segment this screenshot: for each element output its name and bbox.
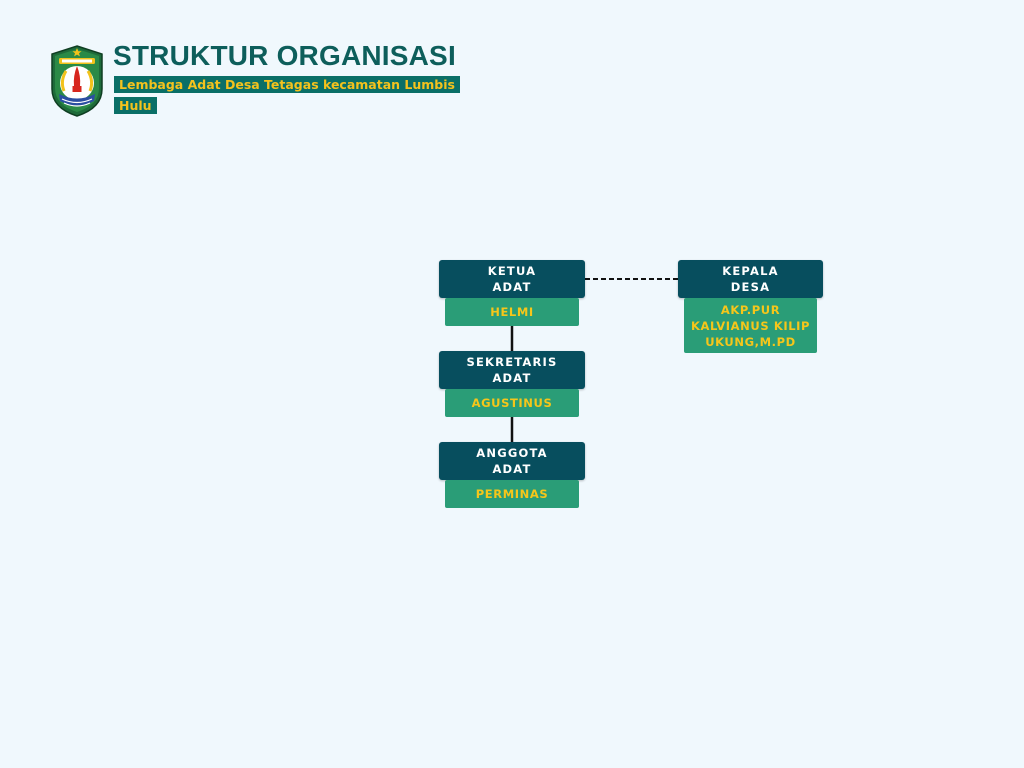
org-name-box: AKP.PUR KALVIANUS KILIP UKUNG,M.PD xyxy=(684,298,817,353)
org-name-box: HELMI xyxy=(445,298,579,326)
org-name-label: AKP.PUR KALVIANUS KILIP UKUNG,M.PD xyxy=(690,302,811,349)
org-name-label: HELMI xyxy=(490,305,534,319)
org-role-box: SEKRETARIS ADAT xyxy=(439,351,585,389)
org-role-label: SEKRETARIS ADAT xyxy=(466,355,558,385)
page-title: STRUKTUR ORGANISASI xyxy=(113,40,456,71)
org-role-box: ANGGOTA ADAT xyxy=(439,442,585,480)
org-role-box: KEPALA DESA xyxy=(678,260,823,298)
org-name-box: AGUSTINUS xyxy=(445,389,579,417)
page-subtitle: Lembaga Adat Desa Tetagas kecamatan Lumb… xyxy=(114,74,474,116)
org-name-label: AGUSTINUS xyxy=(471,396,553,410)
org-role-label: KETUA ADAT xyxy=(487,264,537,294)
org-role-label: KEPALA DESA xyxy=(722,264,779,294)
regency-coat-of-arms-icon xyxy=(51,45,103,117)
org-role-box: KETUA ADAT xyxy=(439,260,585,298)
org-name-label: PERMINAS xyxy=(475,487,549,501)
org-role-label: ANGGOTA ADAT xyxy=(476,446,548,476)
org-name-box: PERMINAS xyxy=(445,480,579,508)
